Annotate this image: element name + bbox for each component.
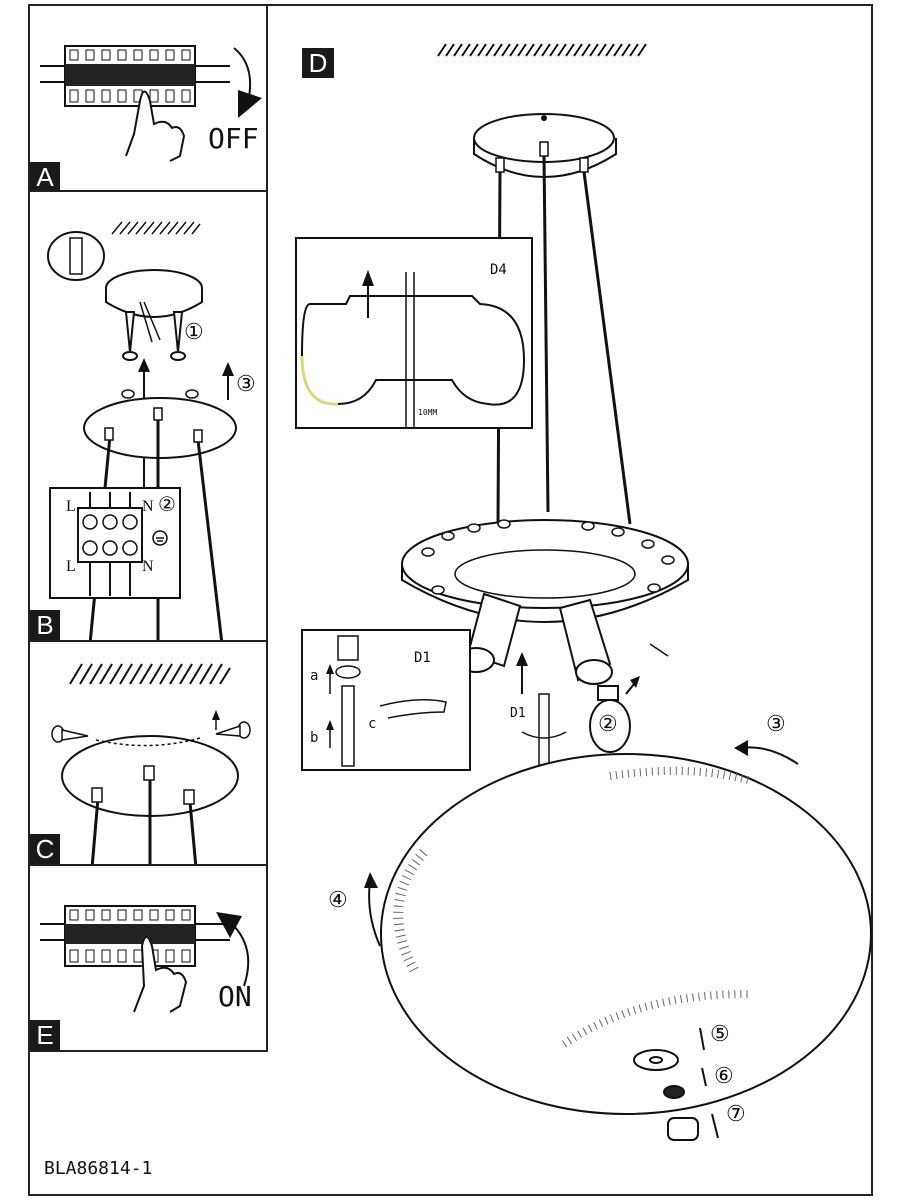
hand-icon [125,90,186,162]
detail-d1-step-a: a [310,668,319,684]
step-1-marker: ① [184,320,204,345]
ceiling-mount-illustration [47,221,237,645]
panel-b-tag: B [30,610,60,640]
panel-a-tag: A [30,162,60,192]
detail-d1-label: D1 [414,650,431,666]
ground-icon [152,530,168,546]
fixing-parts-icon [633,1049,699,1141]
screw-icon [122,311,186,361]
terminal-l-top: L [66,498,76,515]
pendant-assembly-illustration [295,43,872,1141]
detail-d4-label: D4 [490,262,507,278]
terminal-l-bottom: L [66,558,76,575]
callout-d1: D1 [510,706,526,721]
step-5-marker: ⑤ [710,1022,730,1047]
panel-c-tag: C [30,834,60,864]
panel-a: OFF A [28,4,268,192]
wall-plug-icon [47,231,105,281]
screw-icon [51,721,251,743]
terminal-block-icon [49,487,181,599]
breaker-off-illustration [40,45,262,162]
on-label: ON [218,980,252,1013]
panel-d: D [268,4,873,1196]
detail-d4-dimension: 10MM [418,408,438,417]
glass-shade-icon [380,753,872,1115]
terminal-n-top: N [142,498,154,515]
canopy-fix-illustration [51,663,251,869]
model-code: BLA86814-1 [44,1158,153,1179]
detail-d1-box [301,629,471,771]
detail-d1-step-c: c [368,716,377,732]
hand-icon [133,936,188,1013]
ceiling-hatch-icon [437,43,647,57]
off-label: OFF [208,122,259,155]
step-3-marker: ③ [236,372,256,397]
detail-d1-step-b: b [310,730,319,746]
panel-e: ON E [28,864,268,1052]
lamp-socket-icon [457,592,613,685]
detail-d4-box [295,237,533,429]
step-4-marker: ④ [328,888,348,913]
circuit-breaker-icon [64,905,196,967]
step-2-marker: ② [158,492,176,516]
step-7-marker: ⑦ [726,1102,746,1127]
panel-d-tag: D [302,48,334,78]
terminal-n-bottom: N [142,558,154,575]
panel-b: ① ③ ② L N L N B [28,190,268,645]
circuit-breaker-icon [64,45,196,107]
panel-c: C [28,640,268,869]
step-2-marker: ② [598,712,618,737]
light-bulb-icon [589,685,631,753]
ceiling-hatch-icon [69,663,231,685]
ceiling-hatch-icon [110,221,201,235]
step-3-marker: ③ [766,712,786,737]
rotate-up-arrow-icon [233,925,250,987]
breaker-on-illustration [40,905,250,1013]
panel-e-tag: E [30,1020,60,1050]
lamp-body-icon [401,519,689,623]
step-6-marker: ⑥ [714,1064,734,1089]
